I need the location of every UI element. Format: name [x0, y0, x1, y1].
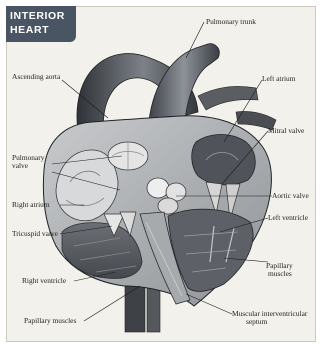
label-papillary-muscles-left: Papillary muscles — [24, 317, 76, 325]
pulmonary-valve-shape — [108, 142, 148, 170]
title-line-2: HEART — [6, 23, 76, 37]
title-line-1: INTERIOR — [6, 6, 76, 23]
label-right-ventricle: Right ventricle — [22, 277, 66, 285]
label-ascending-aorta: Ascending aorta — [12, 73, 60, 81]
left-atrium-chamber — [192, 135, 256, 185]
label-left-atrium: Left atrium — [262, 75, 295, 83]
label-right-atrium: Right atrium — [12, 201, 50, 209]
label-left-ventricle: Left ventricle — [268, 214, 308, 222]
label-septum-line1: Muscular interventricular — [232, 310, 307, 318]
title-tab: INTERIOR HEART — [6, 6, 76, 42]
label-septum-line2: septum — [246, 318, 267, 326]
label-tricuspid-valve: Tricuspid valve — [12, 230, 58, 238]
label-aortic-valve: Aortic valve — [272, 192, 309, 200]
label-pulmonary-trunk: Pulmonary trunk — [206, 18, 256, 26]
label-papillary-muscles-right-line2: muscles — [268, 270, 292, 278]
label-mitral-valve: Mitral valve — [268, 127, 304, 135]
label-pulmonary-valve-line2: valve — [12, 162, 28, 170]
